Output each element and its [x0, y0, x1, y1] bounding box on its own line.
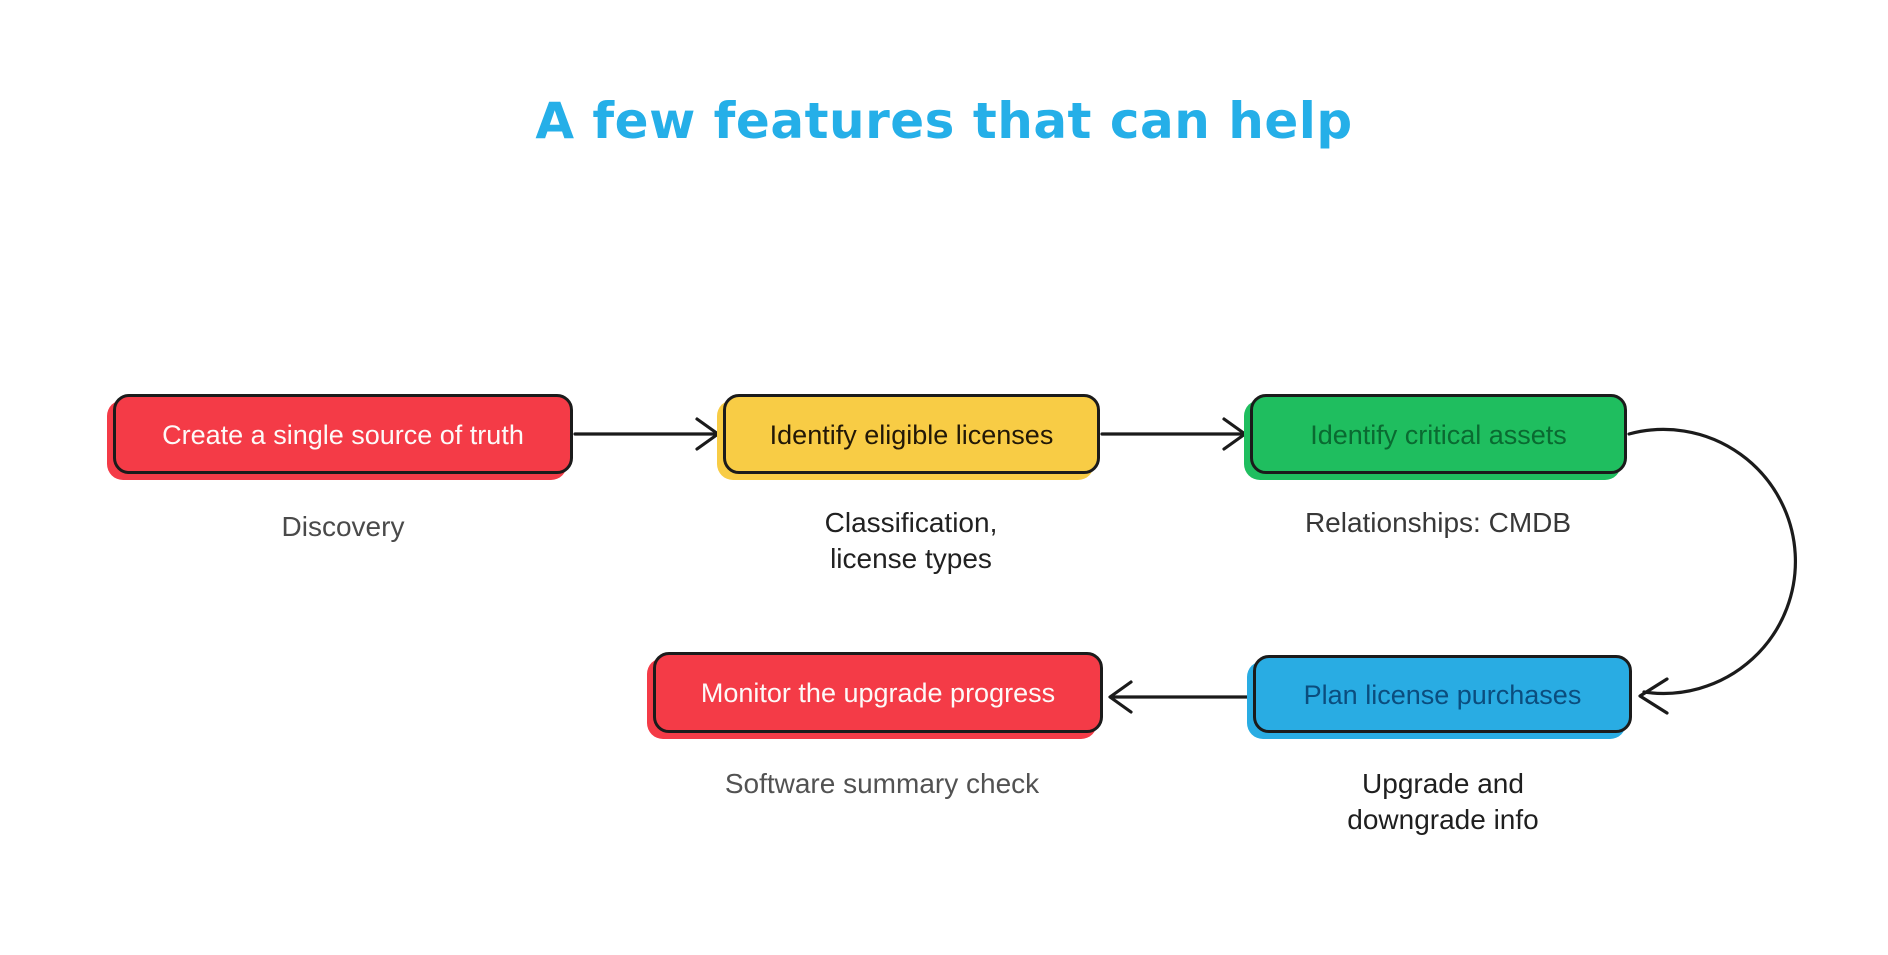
page-title: A few features that can help [535, 92, 1353, 150]
caption-discovery: Discovery [281, 511, 405, 542]
node-monitor-upgrade-progress: Monitor the upgrade progress [653, 652, 1103, 733]
connector-licenses-to-assets [1100, 417, 1247, 451]
caption-software-summary-check: Software summary check [724, 768, 1040, 799]
node-plan-license-purchases: Plan license purchases [1253, 655, 1632, 733]
caption-upgrade-downgrade-info: Upgrade and downgrade info [1347, 768, 1539, 835]
connector-assets-to-plan-curved [1627, 427, 1797, 715]
node-identify-eligible-licenses: Identify eligible licenses [723, 394, 1100, 474]
node-create-single-source-of-truth: Create a single source of truth [113, 394, 573, 474]
node-label: Create a single source of truth [162, 419, 524, 450]
node-identify-critical-assets: Identify critical assets [1250, 394, 1627, 474]
connector-source-to-licenses [573, 417, 720, 451]
node-label: Identify eligible licenses [769, 419, 1054, 450]
caption-classification-license-types: Classification, license types [824, 507, 998, 574]
caption-relationships-cmdb: Relationships: CMDB [1304, 507, 1572, 538]
node-label: Plan license purchases [1303, 679, 1582, 710]
node-label: Identify critical assets [1310, 419, 1567, 450]
node-label: Monitor the upgrade progress [700, 678, 1056, 708]
connector-plan-to-monitor [1108, 680, 1253, 714]
